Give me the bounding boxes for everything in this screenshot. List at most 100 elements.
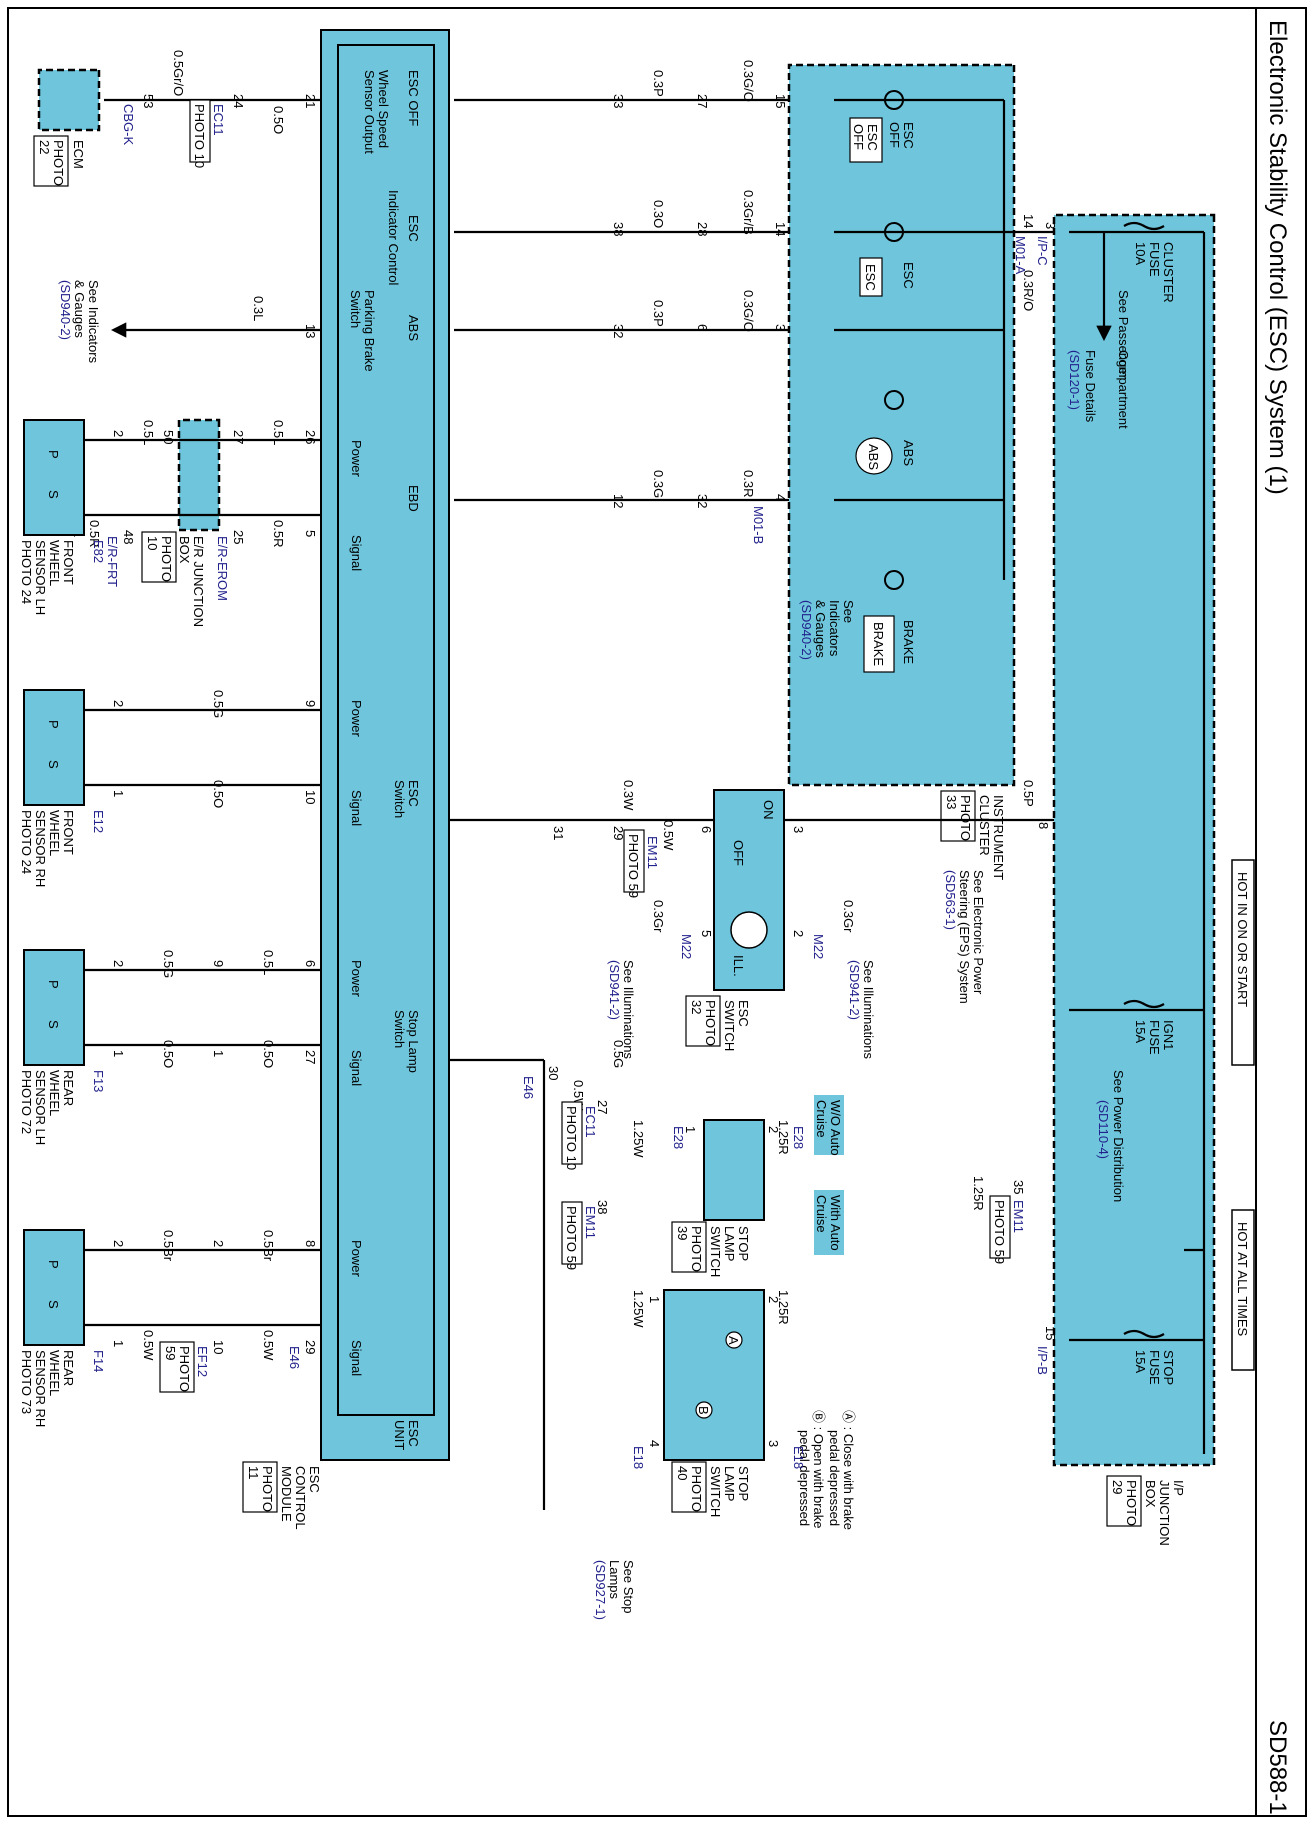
hot-at-all-label: HOT AT ALL TIMES [1235,1222,1250,1336]
cbg-k: CBG-K [121,104,136,146]
front-lh-s: S [46,490,61,499]
er-jb-l2: BOX [177,536,192,564]
pin-2r: 2 [111,700,126,707]
front-rh-photo: PHOTO 24 [19,810,34,874]
sls1-photo-l2: 39 [675,1226,690,1240]
see-illum-a-ref: (SD941-2) [847,960,862,1020]
ip-jb-l3: BOX [1143,1480,1158,1508]
ecm-photo-l2: 22 [37,140,52,154]
pin-2x: 2 [211,1240,226,1247]
esc-sw-l2: SWITCH [722,1000,737,1051]
rear-lh-sensor [23,949,85,1066]
esc-off-lamp [884,90,904,110]
see-ind-l1: See [841,600,856,623]
e28-label-b: E28 [671,1126,686,1149]
sls2-photo-box [671,1461,707,1513]
mod-esc: ESC [406,215,421,242]
wire-05g-a: 0.5G [211,690,226,718]
esc-sw-ill: ILL. [731,955,746,977]
wire-05o-b: 0.5O [211,780,226,808]
with-cruise-l1: With Auto [828,1195,843,1251]
rear-rh-l2: WHEEL [47,1350,62,1396]
front-rh-sensor [23,689,85,806]
pin-14-ic: 14 [773,222,788,236]
pin-5: 5 [303,530,318,537]
mod-l1: ESC [307,1466,322,1493]
ic-l2: CLUSTER [977,795,992,856]
e46-a: E46 [521,1076,536,1099]
ic-l1: INSTRUMENT [991,795,1006,880]
page-code: SD588-1 [1264,1720,1291,1815]
e18-label: E18 [791,1446,806,1469]
wire-05o-a: 0.5O [271,106,286,134]
pin-25: 25 [231,530,246,544]
wire-125r-b: 1.25R [776,1120,791,1155]
pin-24: 24 [231,94,246,108]
pin-2b: 2 [766,1296,781,1303]
wire-03p-a: 0.3P [651,70,666,97]
wire-03w: 0.3W [621,780,636,811]
ec11-b-photo [189,99,211,163]
ill-lamp [730,911,768,949]
esc-lamp-label: ESC [901,262,916,289]
esc-control-module [320,29,450,1461]
ec11-a: EC11 [583,1106,598,1138]
sls1-l3: SWITCH [708,1226,723,1277]
pin-4-ic: 4 [773,494,788,501]
legend-b-l2: pedal depressed [797,1430,812,1526]
esc-sw-photo-box [685,995,721,1047]
front-lh-p: P [46,450,61,459]
wire-03gro: 0.3G/O [741,60,756,102]
pin-38s: 38 [595,1200,610,1214]
see-ind-ref: (SD940-2) [799,600,814,660]
hot-in-on-banner [1231,859,1255,1066]
sls2-l2: LAMP [722,1466,737,1501]
abs-lamp [884,390,904,410]
wire-05r-b: 0.5R [87,520,102,547]
front-rh-l3: SENSOR RH [33,810,48,887]
wo-cruise-l2: Cruise [814,1100,829,1138]
abs-icon [855,437,893,475]
mod-park-l2: Switch [348,290,363,328]
wire-125w-a: 1.25W [631,1120,646,1158]
front-lh-photo: PHOTO 24 [19,540,34,604]
ic-photo-box [940,790,976,842]
with-cruise-l2: Cruise [814,1195,829,1233]
mod-stop-l2: Switch [392,1010,407,1048]
esc-sw-on: ON [761,800,776,820]
esc-unit-inner [337,44,435,1416]
mod-abs: ABS [406,315,421,341]
wire-03p-b: 0.3P [651,300,666,327]
see-ind-left-l1: See Indicators [86,280,101,364]
wire-05w-a: 0.5W [261,1330,276,1361]
pin-38: 38 [611,222,626,236]
er-jb-photo-l1: PHOTO [159,536,174,582]
abs-icon-label: ABS [866,444,881,470]
rear-rh-l3: SENSOR RH [33,1350,48,1427]
ef12: EF12 [195,1346,210,1377]
pin-27s: 27 [595,1100,610,1114]
mod-stop-l1: Stop Lamp [406,1010,421,1073]
pin-27e: 27 [231,430,246,444]
wo-cruise-l1: W/O Auto [828,1100,843,1156]
front-lh-l1: FRONT [61,540,76,585]
stop-fuse-l3: 15A [1133,1350,1148,1373]
mod-l3: MODULE [279,1466,294,1522]
wire-05g-b: 0.5G [161,950,176,978]
wire-03grb: 0.3Gr/B [741,190,756,235]
ip-b-label: I/P-B [1035,1346,1050,1375]
er-jb-l1: E/R JUNCTION [191,536,206,627]
ic-photo-l2: 33 [944,795,959,809]
wire-125w-b: 1.25W [631,1290,646,1328]
rear-rh-s: S [46,1300,61,1309]
pin-2s: 2 [791,930,806,937]
ign1-fuse-l2: FUSE [1147,1020,1162,1055]
wire-05g-stop: 0.5G [611,1040,626,1068]
pin-10x: 10 [211,1340,226,1354]
pin-2y: 2 [111,1240,126,1247]
e82: E82 [91,540,106,563]
wire-05gro: 0.5Gr/O [171,50,186,96]
esc-sw-off: OFF [731,840,746,866]
mod-wss-l1: Wheel Speed [376,70,391,148]
er-frt: E/R-FRT [105,536,120,587]
